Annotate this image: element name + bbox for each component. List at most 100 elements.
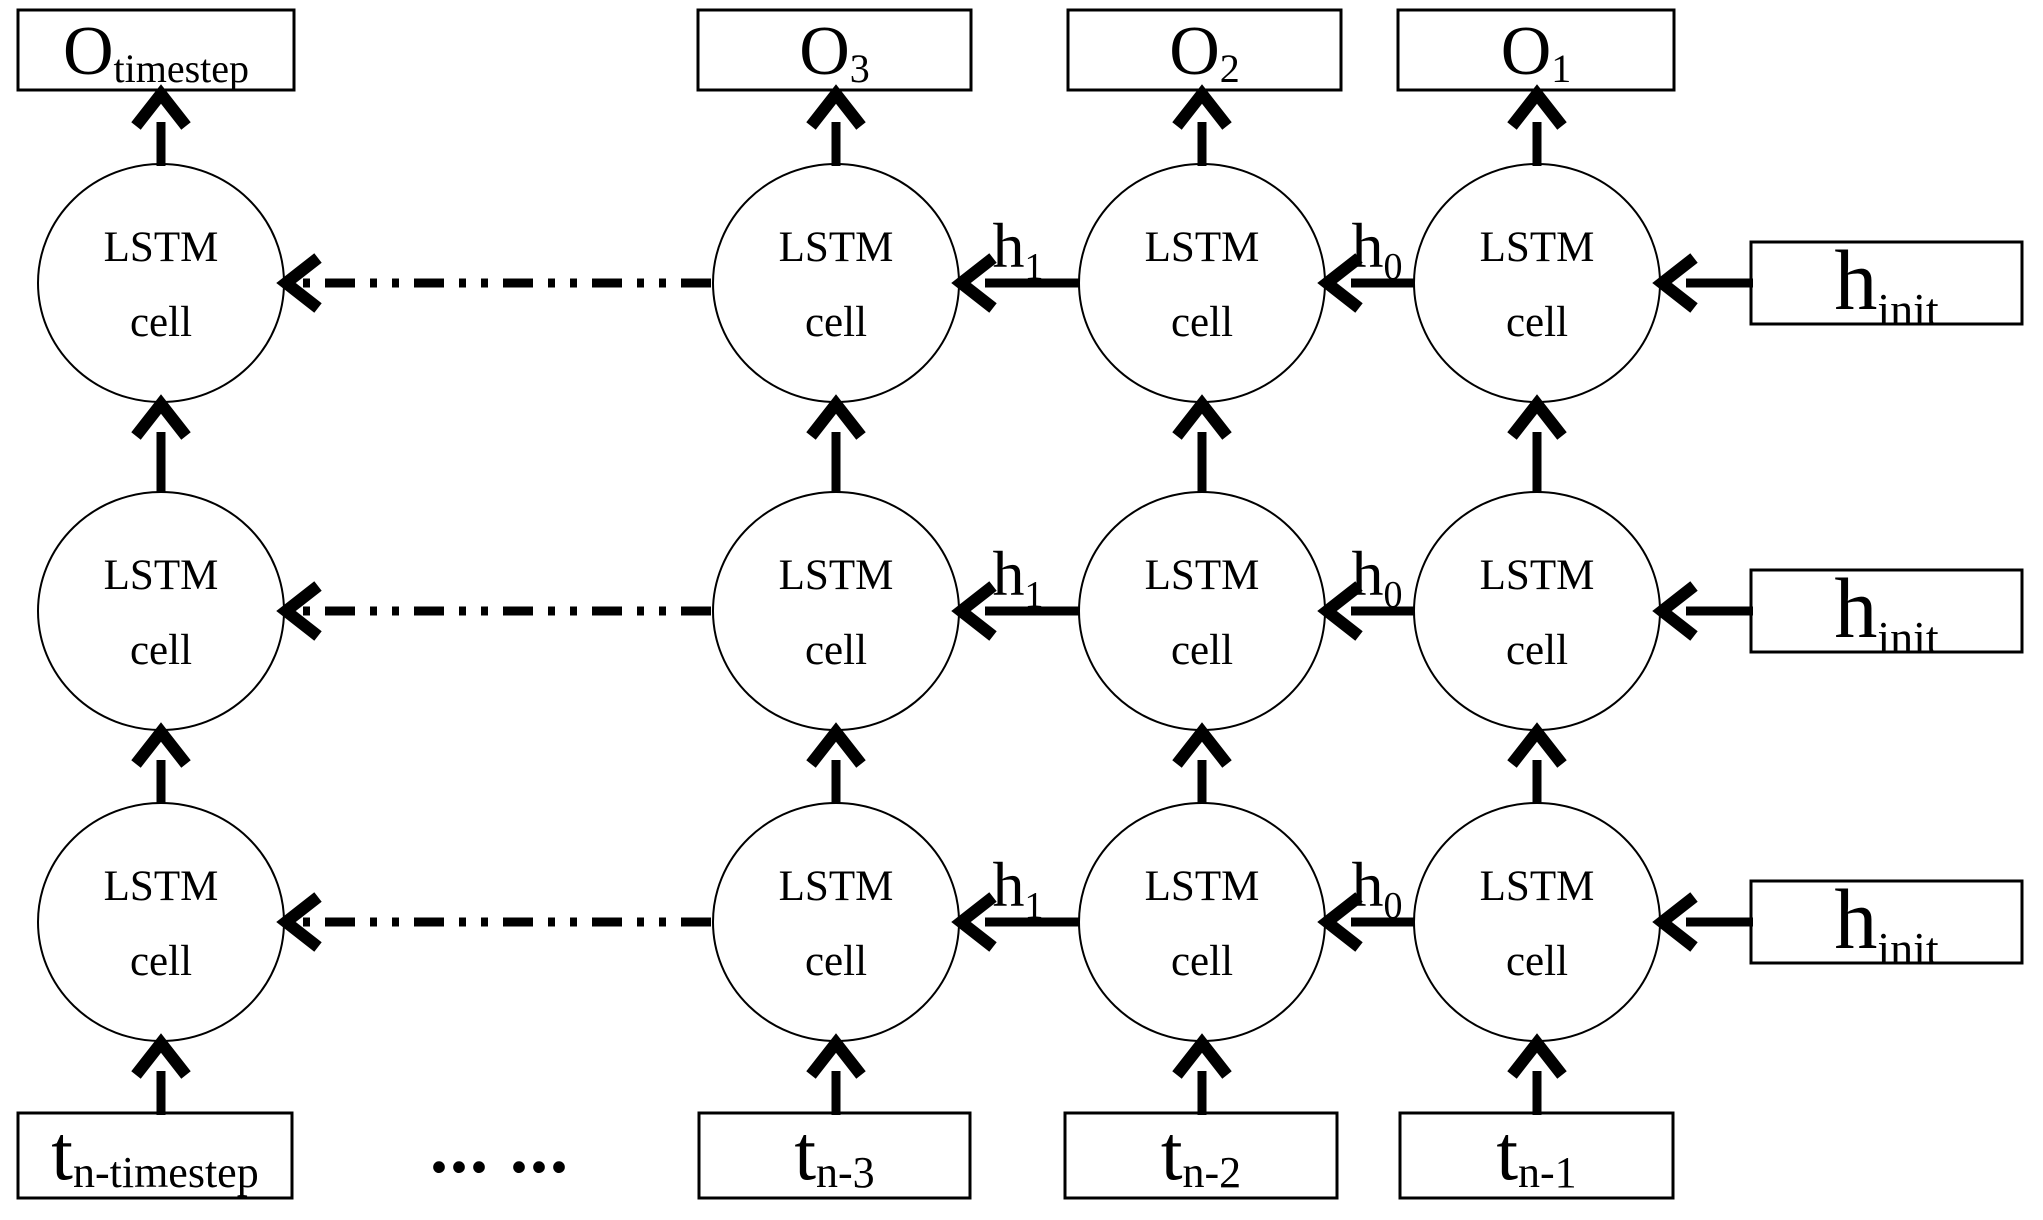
lstm-cell-row0-col1	[712, 163, 960, 403]
cell-label2-row2-col0: cell	[130, 938, 192, 985]
input-label-0-base: t	[51, 1109, 73, 1196]
arrowhead-hinit-row1	[1652, 581, 1698, 641]
lstm-cell-row1-col0	[37, 491, 285, 731]
input-label-3-base: t	[1496, 1109, 1518, 1196]
arrowhead-output-col0	[131, 84, 191, 130]
cell-label1-row1-col1: LSTM	[779, 552, 894, 599]
cell-label2-row0-col1: cell	[805, 299, 867, 346]
cell-label1-row0-col1: LSTM	[779, 224, 894, 271]
output-label-0-base: O	[63, 13, 114, 90]
cell-label1-row0-col2: LSTM	[1145, 224, 1260, 271]
output-label-0: Otimestep	[63, 13, 249, 91]
arrowhead-input-col0	[131, 1033, 191, 1079]
cell-label2-row0-col3: cell	[1506, 299, 1568, 346]
hinit-label-row0: hinit	[1834, 232, 1939, 335]
arrowhead-h0-row2	[1317, 892, 1363, 952]
cell-label1-row1-col3: LSTM	[1480, 552, 1595, 599]
input-label-1-base: t	[794, 1109, 816, 1196]
arrowhead-output-col1	[806, 84, 866, 130]
arrowhead-h1-row1	[951, 581, 997, 641]
h1-label-row2-base: h	[993, 849, 1025, 920]
cell-label1-row0-col0: LSTM	[104, 224, 219, 271]
output-label-1-base: O	[799, 13, 850, 90]
lstm-cell-row0-col2	[1078, 163, 1326, 403]
lstm-cell-row2-col1	[712, 802, 960, 1042]
input-label-2-base: t	[1161, 1109, 1183, 1196]
input-box-0	[16, 1111, 294, 1200]
output-label-1-sub: 3	[850, 46, 870, 91]
input-label-3: tn-1	[1496, 1109, 1576, 1197]
cell-label1-row0-col3: LSTM	[1480, 224, 1595, 271]
input-label-0-sub: n-timestep	[73, 1148, 259, 1197]
cell-label2-row2-col3: cell	[1506, 938, 1568, 985]
output-box-1	[696, 8, 973, 92]
h0-label-row2-sub: 0	[1384, 885, 1403, 927]
arrowhead-h0-row1	[1317, 581, 1363, 641]
output-label-2-sub: 2	[1220, 46, 1240, 91]
cell-label2-row2-col1: cell	[805, 938, 867, 985]
output-label-2-base: O	[1169, 13, 1220, 90]
output-label-0-sub: timestep	[114, 46, 250, 91]
cell-label2-row1-col0: cell	[130, 627, 192, 674]
cell-label1-row2-col3: LSTM	[1480, 863, 1595, 910]
output-box-3	[1396, 8, 1676, 92]
h0-label-row0-sub: 0	[1384, 246, 1403, 288]
arrowhead-row1-col2	[1172, 722, 1232, 768]
lstm-cell-row2-col3	[1413, 802, 1661, 1042]
cell-label1-row1-col2: LSTM	[1145, 552, 1260, 599]
cell-label2-row0-col2: cell	[1171, 299, 1233, 346]
cell-label1-row2-col2: LSTM	[1145, 863, 1260, 910]
arrowhead-dashdot-row1	[276, 581, 322, 641]
arrowhead-input-col3	[1507, 1033, 1567, 1079]
h0-label-row0-base: h	[1352, 210, 1384, 281]
arrowhead-row1-col1	[806, 722, 866, 768]
cell-label1-row1-col0: LSTM	[104, 552, 219, 599]
hinit-box-row0	[1749, 240, 2024, 326]
hinit-label-row2-base: h	[1834, 871, 1877, 967]
cell-label1-row2-col0: LSTM	[104, 863, 219, 910]
output-label-3-base: O	[1501, 13, 1552, 90]
lstm-cell-row1-col1	[712, 491, 960, 731]
input-label-2: tn-2	[1161, 1109, 1241, 1197]
lstm-cell-row0-col0	[37, 163, 285, 403]
ellipsis-label: ... ...	[430, 1108, 570, 1188]
hinit-label-row1-sub: init	[1877, 612, 1939, 663]
output-label-3-sub: 1	[1551, 46, 1571, 91]
h1-label-row0-sub: 1	[1025, 246, 1044, 288]
arrowhead-h1-row0	[951, 253, 997, 313]
lstm-cell-row1-col2	[1078, 491, 1326, 731]
lstm-cell-row1-col3	[1413, 491, 1661, 731]
lstm-cell-row2-col2	[1078, 802, 1326, 1042]
arrowhead-row1-col3	[1507, 722, 1567, 768]
hinit-label-row2-sub: init	[1877, 923, 1939, 974]
output-label-1: O3	[799, 13, 870, 91]
arrowhead-h1-row2	[951, 892, 997, 952]
arrowhead-dashdot-row0	[276, 253, 322, 313]
arrowhead-input-col2	[1172, 1033, 1232, 1079]
cell-label2-row1-col3: cell	[1506, 627, 1568, 674]
cell-label2-row2-col2: cell	[1171, 938, 1233, 985]
input-label-0: tn-timestep	[51, 1109, 258, 1197]
arrowhead-row0-col3	[1507, 394, 1567, 440]
h1-label-row0-base: h	[993, 210, 1025, 281]
h1-label-row2-sub: 1	[1025, 885, 1044, 927]
h1-label-row2: h1	[993, 849, 1044, 927]
arrowhead-hinit-row2	[1652, 892, 1698, 952]
h0-label-row1-sub: 0	[1384, 574, 1403, 616]
hinit-label-row2: hinit	[1834, 871, 1939, 974]
cell-label1-row2-col1: LSTM	[779, 863, 894, 910]
arrowhead-output-col2	[1172, 84, 1232, 130]
h1-label-row1: h1	[993, 538, 1044, 616]
hinit-label-row1: hinit	[1834, 560, 1939, 663]
input-label-2-sub: n-2	[1183, 1148, 1242, 1197]
hinit-label-row0-base: h	[1834, 232, 1877, 328]
arrowhead-h0-row0	[1317, 253, 1363, 313]
arrowhead-row0-col0	[131, 394, 191, 440]
output-label-3: O1	[1501, 13, 1572, 91]
lstm-cell-row0-col3	[1413, 163, 1661, 403]
h0-label-row1: h0	[1352, 538, 1403, 616]
output-box-2	[1066, 8, 1343, 92]
arrowhead-input-col1	[806, 1033, 866, 1079]
